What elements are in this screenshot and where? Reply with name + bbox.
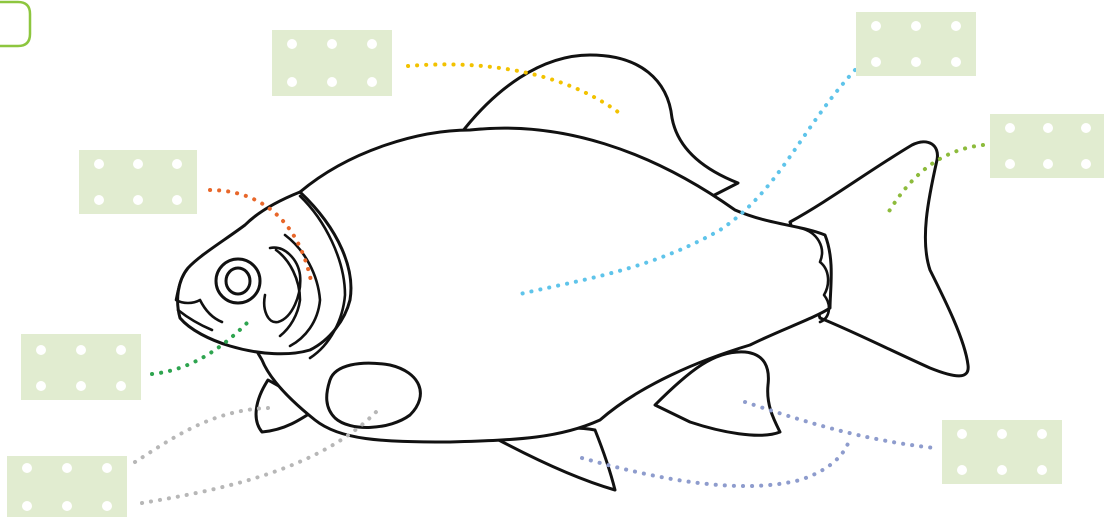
label-box-caudal-fin [990,114,1104,178]
label-box-tail [856,12,976,76]
fish-eye-outer [216,259,260,303]
label-box-pectoral [7,456,127,517]
leader-anal-b [582,438,850,486]
label-box-anal-fin [942,420,1062,484]
label-box-mouth [21,334,141,400]
fish-outline [176,55,968,490]
leader-pectoral-a [135,408,268,462]
label-box-gill [79,150,197,214]
label-box-dorsal-fin [272,30,392,96]
corner-icon-fragment [0,2,30,46]
pectoral-fin [327,363,421,427]
